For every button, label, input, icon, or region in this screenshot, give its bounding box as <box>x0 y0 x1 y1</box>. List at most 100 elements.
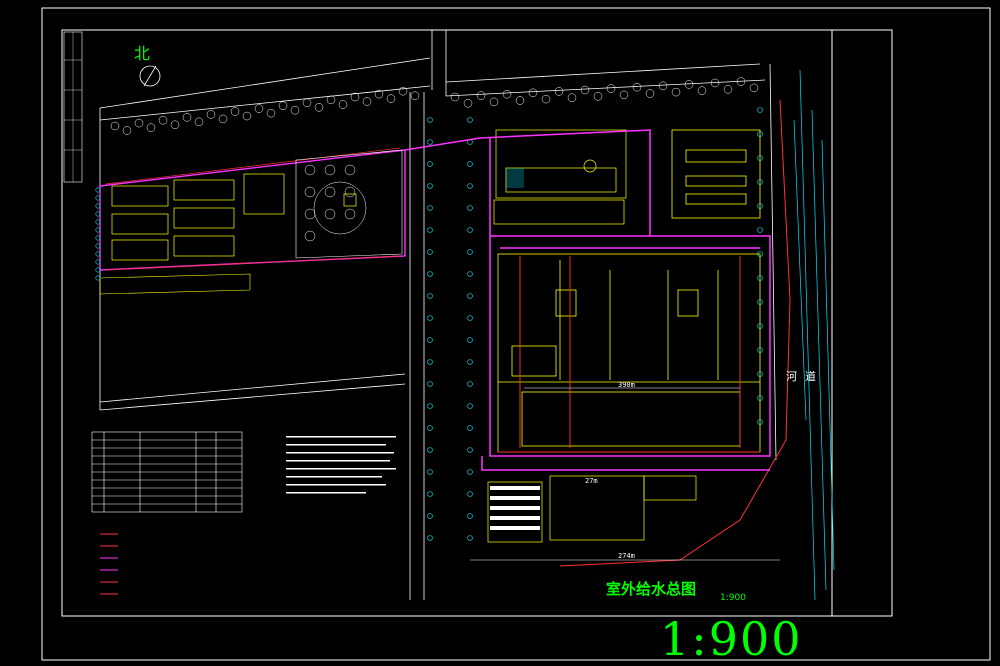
dim-390: 390m <box>618 381 635 389</box>
tree-symbol <box>374 89 384 99</box>
tree-cyan-symbol <box>427 513 433 519</box>
tree-symbol <box>684 80 694 89</box>
tree-cyan-symbol <box>427 425 433 431</box>
tree-cyan-symbol <box>95 275 101 281</box>
parking-stripes <box>490 486 540 530</box>
roads <box>99 30 777 600</box>
tree-symbol <box>645 89 655 98</box>
plan-scale: 1:900 <box>720 593 746 603</box>
tree-cyan-symbol <box>95 235 101 241</box>
north-arrow-icon <box>139 65 161 87</box>
tree-symbol <box>658 81 668 91</box>
tree-symbol <box>254 104 264 113</box>
tree-symbol <box>450 92 460 102</box>
tree-cyan-symbol <box>95 187 101 193</box>
tree-cyan-symbol <box>95 195 101 201</box>
tree-cyan-symbol <box>467 513 473 519</box>
tree-symbol <box>230 107 240 116</box>
tree-cyan-symbol <box>427 271 433 277</box>
tree-symbol <box>266 108 276 118</box>
tree-cyan-symbol <box>95 243 101 249</box>
tree-cyan-symbol <box>467 337 473 343</box>
dim-274: 274m <box>618 552 635 560</box>
tree-symbol <box>324 186 336 198</box>
tree-cyan-symbol <box>467 315 473 321</box>
tree-cyan-symbol <box>467 469 473 475</box>
tree-symbol <box>386 94 396 103</box>
tree-symbol <box>326 95 336 105</box>
tree-cyan-symbol <box>467 425 473 431</box>
tree-symbol <box>398 86 408 96</box>
tree-symbol <box>158 115 168 125</box>
tree-symbol <box>541 94 551 104</box>
plan-title: 室外给水总图 <box>606 580 697 598</box>
tree-cyan-symbol <box>427 535 433 541</box>
tree-symbol <box>362 97 372 106</box>
tree-symbol <box>580 85 590 95</box>
red-boundary-right <box>559 99 791 567</box>
tree-symbol <box>182 113 192 122</box>
tree-symbol <box>338 100 348 109</box>
equipment-table <box>91 431 243 513</box>
tree-symbol <box>302 98 312 108</box>
north-label: 北 <box>134 44 151 63</box>
plaza-fill <box>506 168 524 188</box>
tree-symbol <box>304 230 316 242</box>
tree-cyan-symbol <box>467 491 473 497</box>
tree-symbol <box>242 111 252 121</box>
tree-symbol <box>324 164 336 176</box>
tree-symbol <box>344 208 356 220</box>
river-lines <box>793 69 835 601</box>
tree-symbol <box>489 97 499 107</box>
tree-symbol <box>146 123 156 132</box>
tree-symbol <box>476 91 486 100</box>
legend-lines <box>100 533 118 595</box>
tree-cyan-symbol <box>467 161 473 167</box>
tree-symbol <box>194 117 204 127</box>
tree-symbol <box>290 106 300 115</box>
tree-symbol <box>736 77 746 86</box>
tree-symbol <box>206 110 216 119</box>
tree-symbol <box>304 164 316 176</box>
tree-cyan-symbol <box>757 227 763 233</box>
tree-symbol <box>723 85 733 94</box>
tree-symbol <box>697 86 707 95</box>
tree-symbol <box>710 78 720 88</box>
bottom-block <box>487 475 697 543</box>
tree-symbol <box>304 208 316 220</box>
tree-cyan-symbol <box>427 359 433 365</box>
tree-cyan-symbol <box>467 403 473 409</box>
tree-cyan-symbol <box>95 203 101 209</box>
tree-cyan-symbol <box>427 337 433 343</box>
tree-cyan-symbol <box>427 161 433 167</box>
tree-symbol <box>749 83 759 93</box>
tree-symbol <box>134 118 144 128</box>
tree-symbol <box>632 82 642 92</box>
tree-cyan-symbol <box>427 227 433 233</box>
tree-cyan-symbol <box>427 117 433 123</box>
tree-cyan-symbol <box>467 359 473 365</box>
tree-cyan-symbol <box>427 403 433 409</box>
tree-symbol <box>528 88 538 98</box>
tree-cyan-symbol <box>427 491 433 497</box>
tree-cyan-symbol <box>95 227 101 233</box>
tree-symbol <box>671 87 681 97</box>
tree-symbol <box>410 91 420 100</box>
tree-cyan-symbol <box>95 259 101 265</box>
outer-frame <box>41 7 991 661</box>
tree-symbol <box>593 92 603 101</box>
tree-cyan-symbol <box>95 267 101 273</box>
tree-symbol <box>502 89 512 99</box>
tree-cyan-symbols <box>95 107 763 541</box>
inner-frame <box>61 29 893 617</box>
tree-cyan-symbol <box>467 249 473 255</box>
tree-cyan-symbol <box>95 219 101 225</box>
tree-symbol <box>344 164 356 176</box>
tree-symbol <box>515 96 525 105</box>
large-scale-label: 1:900 <box>660 612 803 666</box>
tree-cyan-symbol <box>427 447 433 453</box>
tree-symbol <box>554 87 564 96</box>
tree-cyan-symbol <box>467 535 473 541</box>
design-notes <box>286 436 396 494</box>
